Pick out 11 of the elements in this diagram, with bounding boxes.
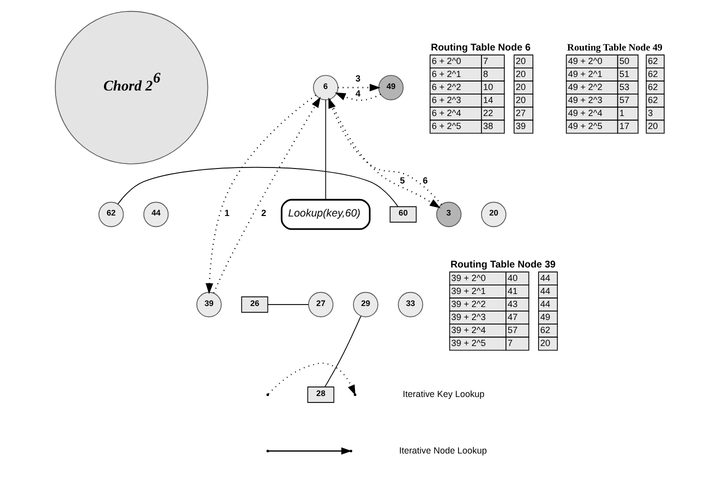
edge-label: 1 — [224, 208, 230, 218]
node-label: Routing Table Node 6 — [430, 42, 531, 54]
edge-label: 5 — [400, 175, 405, 186]
edge-label: 2 — [261, 208, 266, 218]
legend-label: Iterative Key Lookup — [402, 389, 485, 399]
edge-label: 4 — [355, 88, 360, 98]
edge-label: 6 — [422, 175, 428, 186]
legend-label: Iterative Node Lookup — [399, 445, 487, 456]
node-label: Routing Table Node 39 — [450, 260, 556, 271]
node-label: Routing Table Node 49 — [567, 42, 662, 54]
edge-label: 3 — [355, 74, 360, 84]
